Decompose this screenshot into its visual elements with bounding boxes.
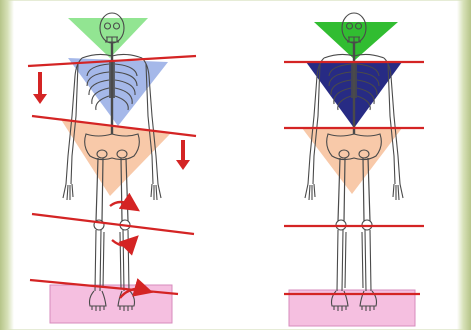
down-arrow-icon — [33, 72, 47, 104]
curved-rotation-arrow-icon — [110, 202, 132, 206]
left-divider-knee — [32, 214, 194, 234]
left-head-triangle — [68, 18, 148, 58]
right-pelvis-triangle — [302, 128, 402, 194]
right-feet-box — [289, 290, 415, 326]
down-arrow-icon — [176, 140, 190, 170]
left-thorax-triangle — [68, 58, 168, 126]
left-figure — [28, 13, 196, 323]
right-figure — [284, 13, 424, 326]
curved-rotation-arrow-icon — [112, 240, 132, 246]
